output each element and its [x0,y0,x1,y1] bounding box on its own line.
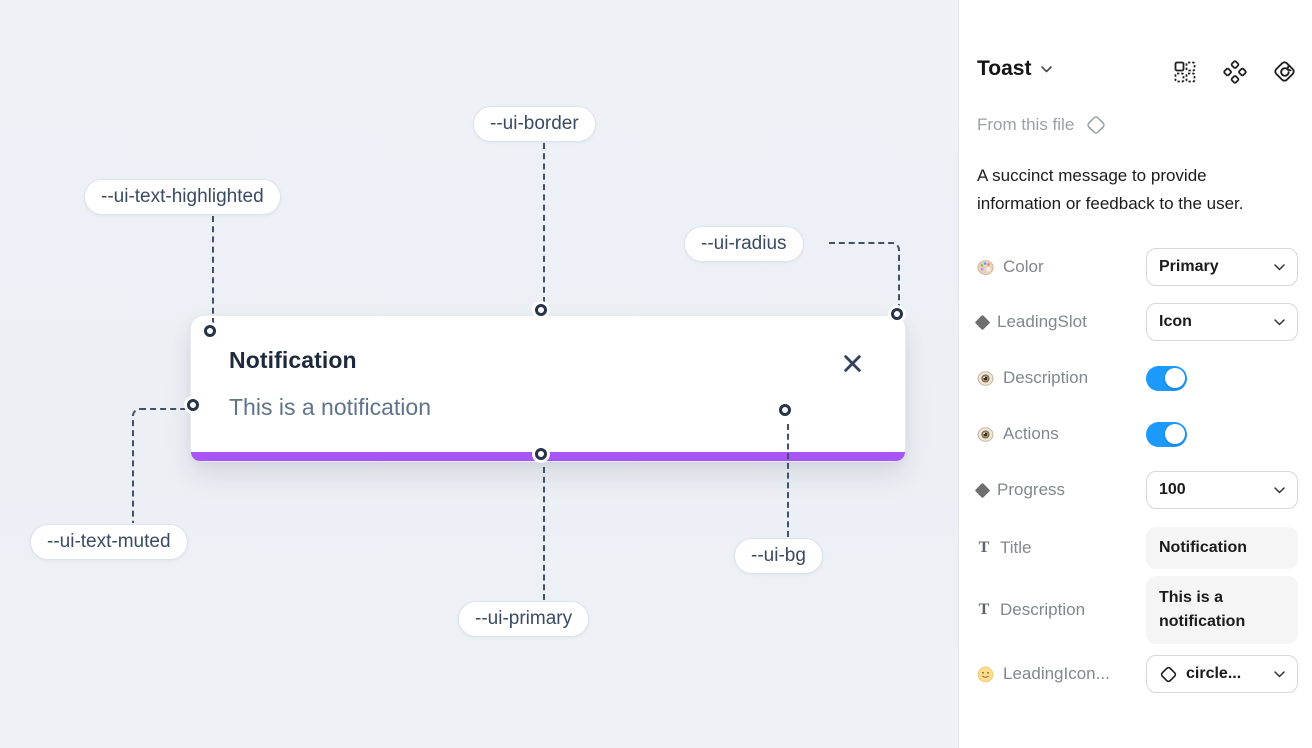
title-text-field[interactable]: Notification [1146,527,1298,569]
connector-line-radius [829,242,900,308]
property-label: Actions [977,424,1059,444]
connector-line-border [543,143,545,303]
toast-progress-bar [191,452,905,461]
component-title-dropdown[interactable]: Toast [977,57,1053,81]
var-label-ui-text-highlighted: --ui-text-highlighted [84,179,281,215]
properties-panel: Toast [958,0,1312,748]
text-property-icon: T [978,539,990,556]
swap-instance-button[interactable] [1272,59,1297,84]
component-title: Toast [977,57,1032,80]
chevron-down-icon [1041,65,1053,72]
component-description: A succinct message to provide informatio… [977,166,1244,213]
connector-point-text-muted [187,399,199,411]
property-row-description-text: T Description This is a notification [977,576,1298,644]
progress-select[interactable]: 100 [1146,471,1298,509]
var-label-ui-primary: --ui-primary [458,601,590,637]
var-label-ui-bg: --ui-bg [734,538,823,574]
property-row-description-toggle: Description [977,365,1298,391]
variant-diamond-icon [974,314,991,330]
connector-point-border [535,304,547,316]
connector-line-text-highlighted [212,216,214,324]
component-button[interactable] [1222,59,1247,84]
toggle-knob [1164,368,1185,388]
property-label: LeadingSlot [974,312,1087,332]
connector-line-text-muted [132,408,187,523]
property-row-leading-icon: LeadingIcon... circle... [977,655,1298,693]
connector-point-text-highlighted [204,325,216,337]
leading-icon-select[interactable]: circle... [1146,655,1298,693]
palette-icon [977,259,994,275]
property-label: Color [977,257,1044,277]
property-label: T Description [978,600,1086,619]
chevron-down-icon [1274,318,1285,326]
connector-line-primary [543,467,545,600]
property-row-progress: Progress 100 [974,471,1298,509]
toast-title: Notification [229,347,357,373]
property-row-actions-toggle: Actions [977,421,1298,447]
description-text-field[interactable]: This is a notification [1146,576,1298,644]
toggle-knob [1164,424,1185,444]
description-toggle[interactable] [1146,365,1187,391]
var-label-ui-radius: --ui-radius [684,226,804,262]
connector-line-bg [787,424,789,537]
property-label: Description [977,368,1088,388]
property-label: Progress [974,480,1065,500]
property-label: LeadingIcon... [977,664,1110,684]
connector-point-primary [535,448,547,460]
leading-slot-select[interactable]: Icon [1146,303,1298,341]
diamond-outline-icon [1087,116,1106,134]
instance-grid-button[interactable] [1172,59,1197,84]
chevron-down-icon [1274,670,1285,678]
swap-instance-icon [1274,61,1295,82]
component-icon [1222,59,1247,84]
property-row-color: Color Primary [977,248,1298,286]
panel-toolbar [1172,59,1297,84]
color-select[interactable]: Primary [1146,248,1298,286]
chevron-down-icon [1274,486,1285,494]
source-indicator: From this file [977,114,1107,136]
property-row-title: T Title Notification [977,527,1298,569]
instance-grid-icon [1174,61,1195,82]
source-label: From this file [977,115,1075,134]
property-label: T Title [978,538,1032,557]
toast-component: Notification This is a notification [190,315,906,462]
chevron-down-icon [1274,263,1285,271]
eye-icon [977,370,994,386]
diamond-outline-icon [1160,666,1177,682]
var-label-ui-text-muted: --ui-text-muted [30,524,188,560]
connector-point-radius [891,308,903,320]
variant-diamond-icon [974,482,991,498]
close-button[interactable] [839,350,865,376]
actions-toggle[interactable] [1146,421,1187,447]
smiley-icon [977,666,994,682]
property-row-leading-slot: LeadingSlot Icon [974,303,1298,341]
connector-point-bg [779,404,791,416]
var-label-ui-border: --ui-border [473,106,596,142]
eye-icon [977,426,994,442]
canvas: Notification This is a notification --ui… [0,0,958,748]
text-property-icon: T [978,601,990,618]
toast-description: This is a notification [229,394,431,420]
close-icon [843,354,861,372]
